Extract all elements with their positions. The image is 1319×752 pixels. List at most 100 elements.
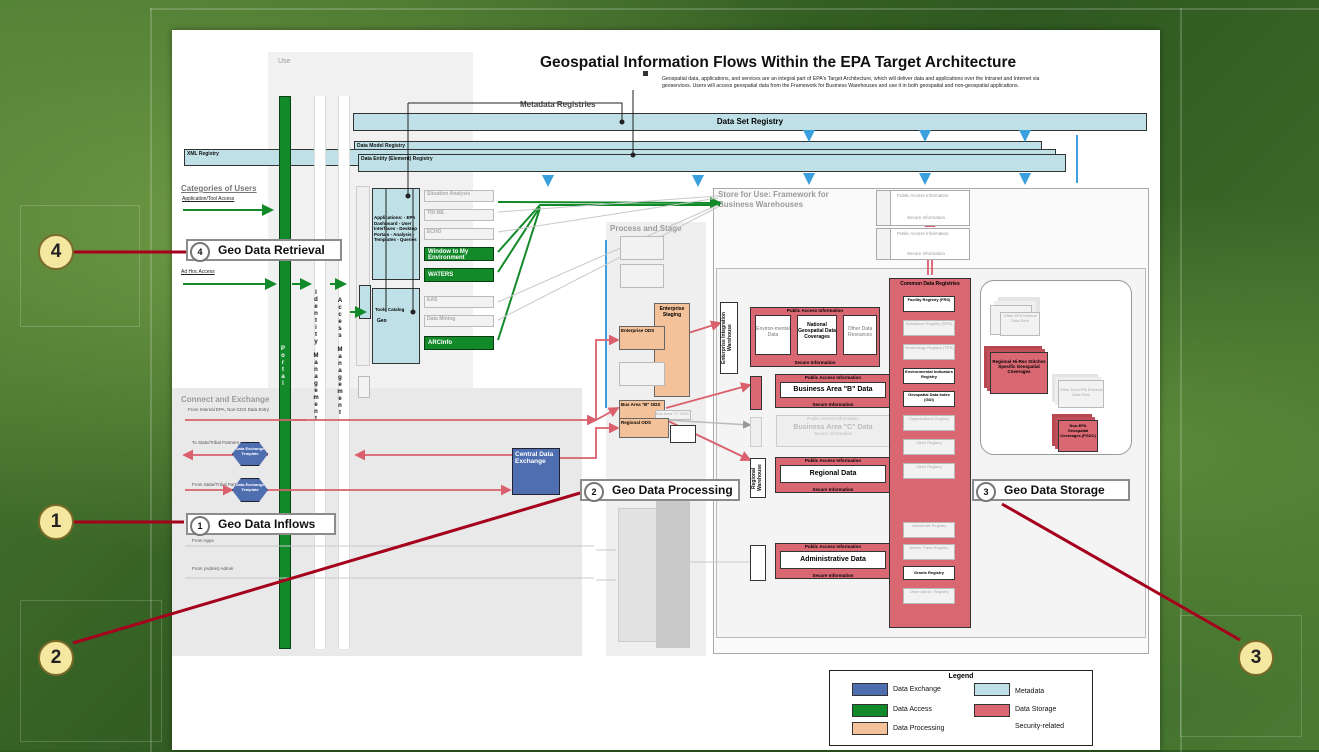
tools-catalog-label: Tools Catalog <box>375 307 405 312</box>
regional-hires-coverages: Regional Hi-Res Stitches Specific Geospa… <box>990 352 1048 394</box>
tri-me[interactable]: TRI ME <box>424 209 494 221</box>
waters[interactable]: WATERS <box>424 268 494 282</box>
identity-column <box>314 96 326 649</box>
registry-indicators: Environmental Indicators Registry <box>903 368 955 384</box>
data-mart-1-side <box>877 191 891 225</box>
other-data-resources-label: Other Data Resources <box>847 326 873 338</box>
regional-ods-label: Regional ODS <box>621 420 652 425</box>
app-tool-access: Application/Tool Access <box>182 196 235 202</box>
registry-other-2: Other Registry <box>903 463 955 479</box>
enterprise-staging: Enterprise Staging <box>654 303 690 397</box>
registry-srs-label: Substance Registry (SRS) <box>905 321 953 326</box>
central-data-exchange-label: Central Data Exchange <box>515 451 554 465</box>
registry-individuals: Individuals Registry <box>903 522 955 538</box>
enterprise-ods: Enterprise ODS <box>619 326 665 350</box>
environmental-data-label: Environ-mental Data <box>756 326 790 338</box>
window-to-my-environment[interactable]: Window to My Environment <box>424 247 494 261</box>
other-data-resources: Other Data Resources <box>843 315 877 355</box>
from-apps-label: From Apps <box>192 538 214 543</box>
tools-catalog-box: Tools Catalog Geo <box>372 288 420 364</box>
data-mart-2: Public Access Information Secure Informa… <box>876 228 970 260</box>
data-mining-label: Data Mining <box>427 316 456 322</box>
data-set-registry-label: Data Set Registry <box>716 117 784 126</box>
page-title: Geospatial Information Flows Within the … <box>540 54 1017 71</box>
waters-label: WATERS <box>428 272 454 278</box>
data-mart-1: Public Access Information Secure Informa… <box>876 190 970 226</box>
administrative-warehouse <box>750 545 766 581</box>
marker-4[interactable]: 4 <box>38 234 74 270</box>
marker-2[interactable]: 2 <box>38 640 74 676</box>
callout-geo-data-processing: 2 Geo Data Processing <box>580 479 740 502</box>
callout-3-label: Geo Data Storage <box>1004 483 1105 497</box>
bus-area-b-ods-label: Bus Area "B" ODS <box>621 402 661 407</box>
intro-text: Geospatial data, applications, and servi… <box>662 76 1040 89</box>
from-admin-label: From (Admin) Admin <box>192 566 234 571</box>
other-non-epa-label: Other Non-EPA External Data Sets <box>1059 387 1103 397</box>
access-label: Access Management <box>337 298 343 417</box>
enterprise-staging-label: Enterprise Staging <box>659 306 685 318</box>
registry-gdi-label: Geospatial Data Index (GDI) <box>908 392 950 402</box>
situation-analysis-label: Situation Analysis <box>427 191 471 197</box>
data-mart-1-public: Public Access Information <box>897 193 949 198</box>
business-c-side <box>750 417 762 447</box>
connect-exchange-label: Connect and Exchange <box>181 395 270 404</box>
legend-label-processing: Data Processing <box>893 725 945 732</box>
enterprise-integration-warehouse: Enterprise Integration Warehouse <box>720 302 738 374</box>
admin-public: Public Access Information <box>804 544 862 549</box>
legend-label-access: Data Access <box>893 706 932 713</box>
from-state-label: From State/Tribal Partners <box>192 482 245 487</box>
national-geospatial-coverages: National Geospatial Data Coverages <box>797 315 837 355</box>
callout-geo-data-retrieval: 4 Geo Data Retrieval <box>186 239 342 262</box>
eas[interactable]: EAS <box>424 296 494 308</box>
callout-1-label: Geo Data Inflows <box>218 517 316 531</box>
marker-1[interactable]: 1 <box>38 504 74 540</box>
legend: Legend Data Exchange Metadata Data Acces… <box>829 670 1093 746</box>
xml-registry-label: XML Registry <box>187 151 219 157</box>
data-exchange-template-1: Data Exchange Template <box>232 442 268 466</box>
callout-4-label: Geo Data Retrieval <box>218 243 325 257</box>
secure-label: Secure Information <box>794 360 836 365</box>
regional-data: Public Access Information Regional Data … <box>775 457 891 493</box>
enterprise-warehouse: Public Access Information Environ-mental… <box>750 307 880 367</box>
enterprise-ods-label: Enterprise ODS <box>621 328 655 333</box>
registry-grants-label: Grants Registry <box>913 570 944 575</box>
callout-4-number: 4 <box>190 242 210 262</box>
echo[interactable]: ECHO <box>424 228 494 240</box>
arcinfo[interactable]: ARCInfo <box>424 336 494 350</box>
other-epa-internal-label: Other EPA Internal Data Sets <box>1003 313 1037 323</box>
data-mining[interactable]: Data Mining <box>424 315 494 327</box>
registry-admin-parts-label: Admin. Parts Registry <box>909 545 949 550</box>
applications-box: Applications: - EPA Dashboard - User Int… <box>372 188 420 280</box>
app-gutter <box>356 186 370 366</box>
data-mart-1-secure: Secure Information <box>907 215 946 220</box>
bullet <box>643 71 648 76</box>
applications-label: Applications: - EPA Dashboard - User Int… <box>374 215 418 242</box>
app-small-box <box>358 376 370 398</box>
legend-label-security: Security-related <box>1015 723 1065 730</box>
registry-other-admin-label: Other Admin. Registry <box>909 589 949 594</box>
regional-hires-label: Regional Hi-Res Stitches Specific Geospa… <box>992 359 1046 374</box>
data-entity-registry-label: Data Entity (Element) Registry <box>361 156 433 162</box>
situation-analysis[interactable]: Situation Analysis <box>424 190 494 202</box>
business-c-label: Business Area "C" Data <box>793 424 873 431</box>
bus-area-b-ods-top <box>619 362 665 386</box>
admin-staging-shadow <box>656 498 690 648</box>
marker-3[interactable]: 3 <box>1238 640 1274 676</box>
portal-label: Portal <box>280 346 286 388</box>
non-epa-geospatial-coverages: Non-EPA Geospatial Coverages (FGDC) <box>1058 420 1098 452</box>
registry-trs-label: Terminology Registry (TRS) <box>904 345 954 350</box>
callout-2-label: Geo Data Processing <box>612 483 733 497</box>
eas-label: EAS <box>427 297 438 303</box>
non-epa-geo-label: Non-EPA Geospatial Coverages (FGDC) <box>1060 423 1096 438</box>
registry-organizations: Organizations Registry <box>903 415 955 431</box>
decor-line <box>20 205 140 327</box>
registry-frs-label: Facility Registry (FRS) <box>907 297 951 302</box>
window-env-label: Window to My Environment <box>428 249 469 261</box>
legend-swatch-access <box>852 704 888 717</box>
business-c-secure: Secure Information <box>813 431 853 436</box>
categories-of-users: Categories of Users <box>181 184 257 193</box>
regional-ods: Regional ODS <box>619 418 669 438</box>
business-b-public: Public Access Information <box>804 375 862 380</box>
data-mart-stage-2 <box>620 264 664 288</box>
data-set-registry: Data Set Registry <box>353 113 1147 131</box>
